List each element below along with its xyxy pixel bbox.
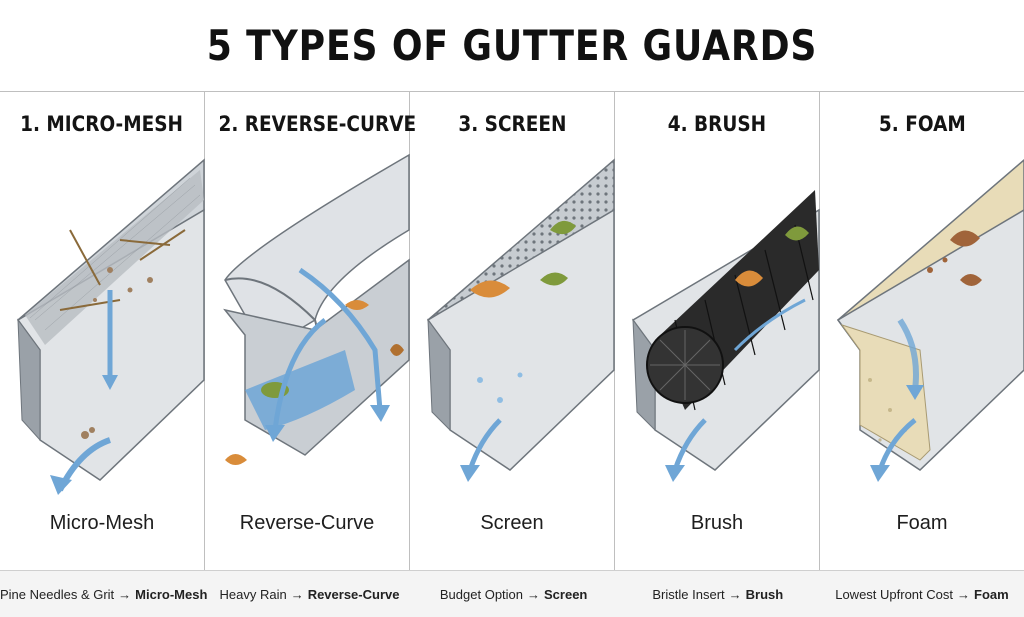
panel-caption: Foam [896, 512, 948, 534]
panel-screen: 3. SCREEN Screen [410, 92, 615, 570]
reverse-curve-gutter-icon [205, 150, 410, 480]
arrow-right-icon: → [118, 586, 132, 602]
micro-mesh-gutter-icon [0, 150, 205, 495]
footer-label: Lowest Upfront Cost [835, 586, 953, 602]
panel-caption: Micro-Mesh [49, 512, 155, 534]
panel-heading: 5. FOAM [878, 112, 966, 136]
arrow-right-icon: → [527, 586, 541, 602]
footer-choice: Foam [974, 586, 1009, 602]
panel-brush: 4. BRUSH Brush [615, 92, 820, 570]
foam-gutter-icon [820, 150, 1024, 482]
panel-caption: Brush [690, 512, 744, 534]
footer-choice: Micro-Mesh [135, 586, 208, 602]
page-title: 5 TYPES OF GUTTER GUARDS [206, 21, 818, 70]
footer-item-brush: Bristle Insert → Brush [616, 571, 820, 617]
footer-item-foam: Lowest Upfront Cost → Foam [820, 571, 1024, 617]
arrow-right-icon: → [728, 586, 742, 602]
brush-gutter-icon [615, 150, 820, 482]
footer-choice: Screen [544, 586, 588, 602]
panel-caption: Reverse-Curve [239, 512, 375, 534]
panel-heading: 4. BRUSH [667, 112, 767, 136]
footer-label: Pine Needles & Grit [0, 586, 115, 602]
footer-choice: Brush [745, 586, 784, 602]
recommendation-footer: Pine Needles & Grit → Micro-Mesh Heavy R… [0, 570, 1024, 617]
panel-micro-mesh: 1. MICRO-MESH [0, 92, 205, 570]
panel-caption: Screen [480, 512, 544, 534]
title-bar: 5 TYPES OF GUTTER GUARDS [0, 0, 1024, 92]
panel-foam: 5. FOAM Foam [820, 92, 1024, 570]
footer-item-reverse-curve: Heavy Rain → Reverse-Curve [207, 571, 411, 617]
panels-row: 1. MICRO-MESH [0, 92, 1024, 570]
footer-item-micro-mesh: Pine Needles & Grit → Micro-Mesh [0, 571, 207, 617]
screen-gutter-icon [410, 150, 615, 482]
panel-heading: 1. MICRO-MESH [20, 112, 184, 136]
arrow-right-icon: → [290, 586, 304, 602]
panel-heading: 2. REVERSE-CURVE [218, 112, 417, 136]
footer-item-screen: Budget Option → Screen [412, 571, 616, 617]
panel-heading: 3. SCREEN [457, 112, 567, 136]
arrow-right-icon: → [957, 586, 970, 602]
footer-label: Bristle Insert [652, 586, 725, 602]
panel-reverse-curve: 2. REVERSE-CURVE Reverse-Curve [205, 92, 417, 570]
footer-choice: Reverse-Curve [307, 586, 400, 602]
footer-label: Budget Option [439, 586, 524, 602]
footer-label: Heavy Rain [219, 586, 287, 602]
